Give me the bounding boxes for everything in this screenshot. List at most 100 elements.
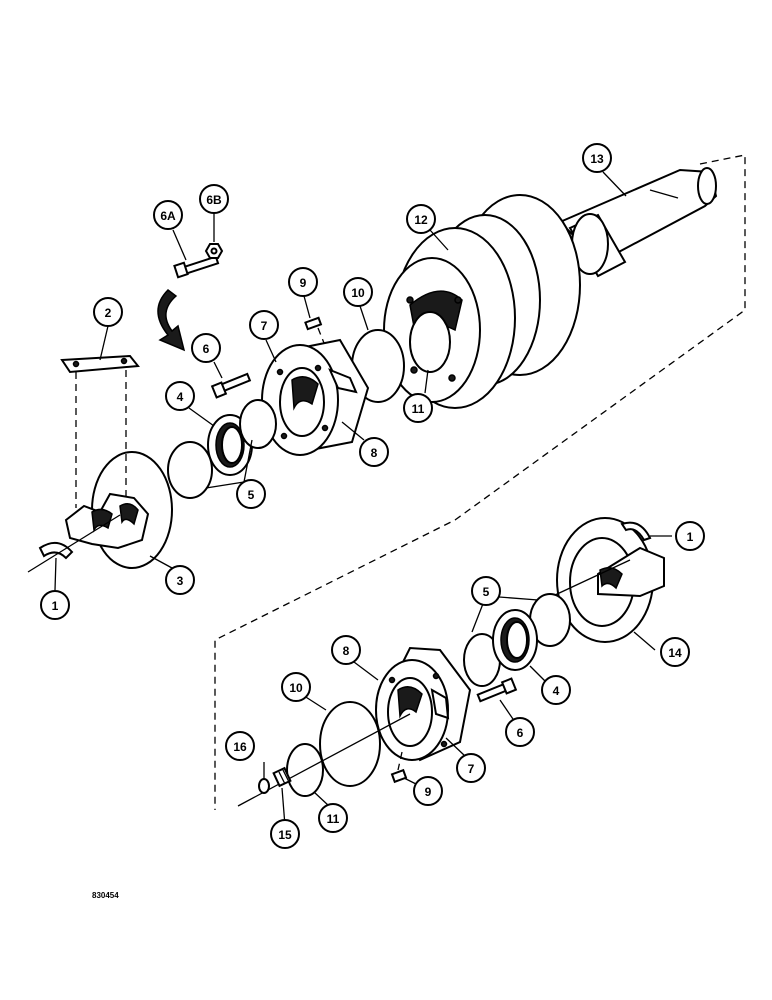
callout-5: 5: [471, 576, 501, 606]
callout-16: 16: [225, 731, 255, 761]
callout-label: 6B: [206, 193, 222, 207]
callout-1: 1: [675, 521, 705, 551]
washer: [258, 778, 270, 794]
callout-13: 13: [582, 143, 612, 173]
callout-circle: [270, 819, 300, 849]
callout-15: 15: [270, 819, 300, 849]
callout-circle: [165, 381, 195, 411]
callout-label: 6: [517, 726, 524, 740]
callout-7: 7: [456, 753, 486, 783]
callout-circle: [191, 333, 221, 363]
callout-circle: [281, 672, 311, 702]
callout-label: 15: [278, 828, 292, 842]
callout-5: 5: [236, 479, 266, 509]
callout-circle: [403, 393, 433, 423]
callout-circle: [199, 184, 229, 214]
callout-4: 4: [165, 381, 195, 411]
callout-label: 9: [300, 276, 307, 290]
callout-label: 4: [553, 684, 560, 698]
bolt-upper: [210, 372, 252, 399]
callout-circle: [406, 204, 436, 234]
callout-10: 10: [281, 672, 311, 702]
o-ring-5-upper-a: [167, 441, 213, 499]
callout-6: 6: [505, 717, 535, 747]
bushing-flange-lower: [375, 646, 472, 771]
callout-11: 11: [318, 803, 348, 833]
callout-label: 11: [412, 402, 425, 416]
plug: [272, 766, 292, 788]
callout-circle: [541, 675, 571, 705]
end-cap-lower: [539, 517, 665, 643]
clip-lower: [620, 521, 652, 542]
pin-upper: [304, 316, 331, 379]
callout-circle: [582, 143, 612, 173]
callout-8: 8: [331, 635, 361, 665]
callout-label: 6A: [160, 209, 176, 223]
seal-upper: [207, 414, 253, 476]
callout-9: 9: [413, 776, 443, 806]
pin-lower: [390, 768, 408, 784]
callout-14: 14: [660, 637, 690, 667]
callout-label: 13: [590, 152, 604, 166]
seal-lower: [492, 609, 538, 671]
bolt-6a: [173, 255, 220, 279]
callout-circle: [93, 297, 123, 327]
clip-upper: [27, 514, 121, 573]
callout-label: 10: [351, 286, 365, 300]
callout-label: 1: [52, 599, 59, 613]
callout-circle: [359, 437, 389, 467]
roller-body: [383, 194, 581, 409]
callout-circle: [225, 731, 255, 761]
callout-12: 12: [406, 204, 436, 234]
callout-label: 7: [468, 762, 475, 776]
callout-6: 6: [191, 333, 221, 363]
callout-circle: [249, 310, 279, 340]
shaft: [558, 167, 718, 278]
callout-7: 7: [249, 310, 279, 340]
callout-1: 1: [40, 590, 70, 620]
callout-6a: 6A: [153, 200, 183, 230]
callout-circle: [675, 521, 705, 551]
callout-circle: [505, 717, 535, 747]
callout-circle: [40, 590, 70, 620]
dashed-boundary: [214, 154, 746, 810]
callout-10: 10: [343, 277, 373, 307]
callout-label: 3: [177, 574, 184, 588]
o-ring-5-upper-b: [239, 399, 277, 449]
callout-circle: [413, 776, 443, 806]
callout-8: 8: [359, 437, 389, 467]
callout-label: 12: [414, 213, 428, 227]
callout-label: 1: [687, 530, 694, 544]
callout-label: 4: [177, 390, 184, 404]
callout-circle: [236, 479, 266, 509]
callout-label: 14: [668, 646, 682, 660]
bushing-flange-upper: [261, 338, 370, 456]
callout-4: 4: [541, 675, 571, 705]
install-arrow: [157, 289, 186, 352]
bolt-lower: [476, 677, 518, 703]
callout-circle: [318, 803, 348, 833]
callout-circle: [456, 753, 486, 783]
o-ring-10-lower: [319, 701, 381, 787]
callout-label: 11: [327, 812, 340, 826]
callout-circle: [331, 635, 361, 665]
callout-11: 11: [403, 393, 433, 423]
figure-reference-number: 830454: [92, 891, 119, 900]
callout-3: 3: [165, 565, 195, 595]
callout-label: 5: [248, 488, 255, 502]
callout-label: 9: [425, 785, 432, 799]
callout-circle: [288, 267, 318, 297]
callout-6b: 6B: [199, 184, 229, 214]
nut-6b: [204, 243, 224, 259]
callout-2: 2: [93, 297, 123, 327]
callout-label: 16: [233, 740, 247, 754]
callout-circle: [153, 200, 183, 230]
callout-circle: [343, 277, 373, 307]
callout-label: 6: [203, 342, 210, 356]
callout-circle: [165, 565, 195, 595]
callout-9: 9: [288, 267, 318, 297]
callout-label: 2: [105, 306, 112, 320]
